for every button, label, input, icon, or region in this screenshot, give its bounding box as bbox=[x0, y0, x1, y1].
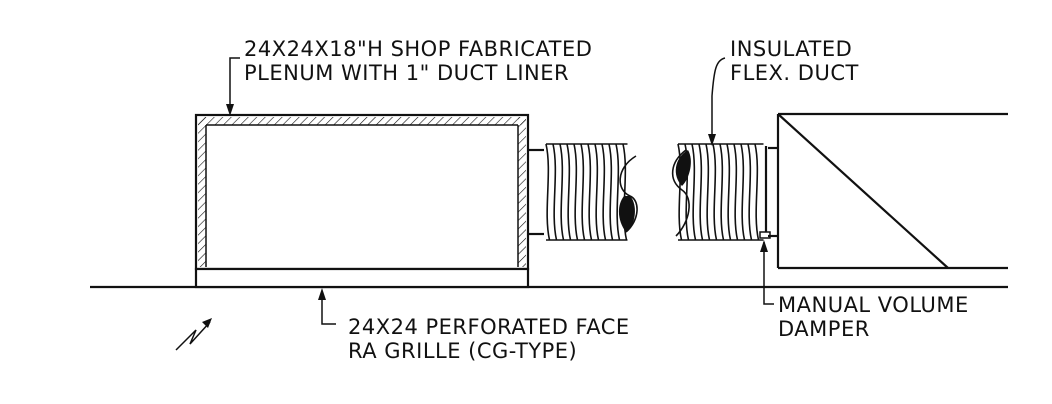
break-line-icon bbox=[175, 318, 212, 351]
plenum-label-line2: PLENUM WITH 1" DUCT LINER bbox=[244, 61, 569, 85]
leader-plenum bbox=[226, 57, 240, 116]
flex-duct-break-ends bbox=[618, 149, 691, 237]
grille-label-line2: RA GRILLE (CG-TYPE) bbox=[348, 339, 577, 363]
plenum-label-line1: 24X24X18"H SHOP FABRICATED bbox=[244, 37, 592, 61]
flex-duct-right-segment bbox=[677, 143, 764, 241]
plenum-box bbox=[194, 113, 530, 271]
grille-face bbox=[194, 267, 530, 289]
leader-flex-duct bbox=[708, 57, 726, 146]
flex-duct-left-segment bbox=[545, 143, 628, 241]
manual-volume-damper bbox=[759, 146, 771, 239]
damper-label-line1: MANUAL VOLUME bbox=[778, 293, 969, 317]
flex-duct-label-line2: FLEX. DUCT bbox=[730, 61, 859, 85]
flex-duct-label-line1: INSULATED bbox=[730, 37, 852, 61]
leader-damper bbox=[760, 240, 774, 305]
damper-label-line2: DAMPER bbox=[778, 317, 870, 341]
plenum-collar bbox=[528, 148, 544, 236]
main-duct bbox=[768, 112, 1008, 270]
grille-label-line1: 24X24 PERFORATED FACE bbox=[348, 315, 630, 339]
leader-grille bbox=[318, 288, 336, 325]
